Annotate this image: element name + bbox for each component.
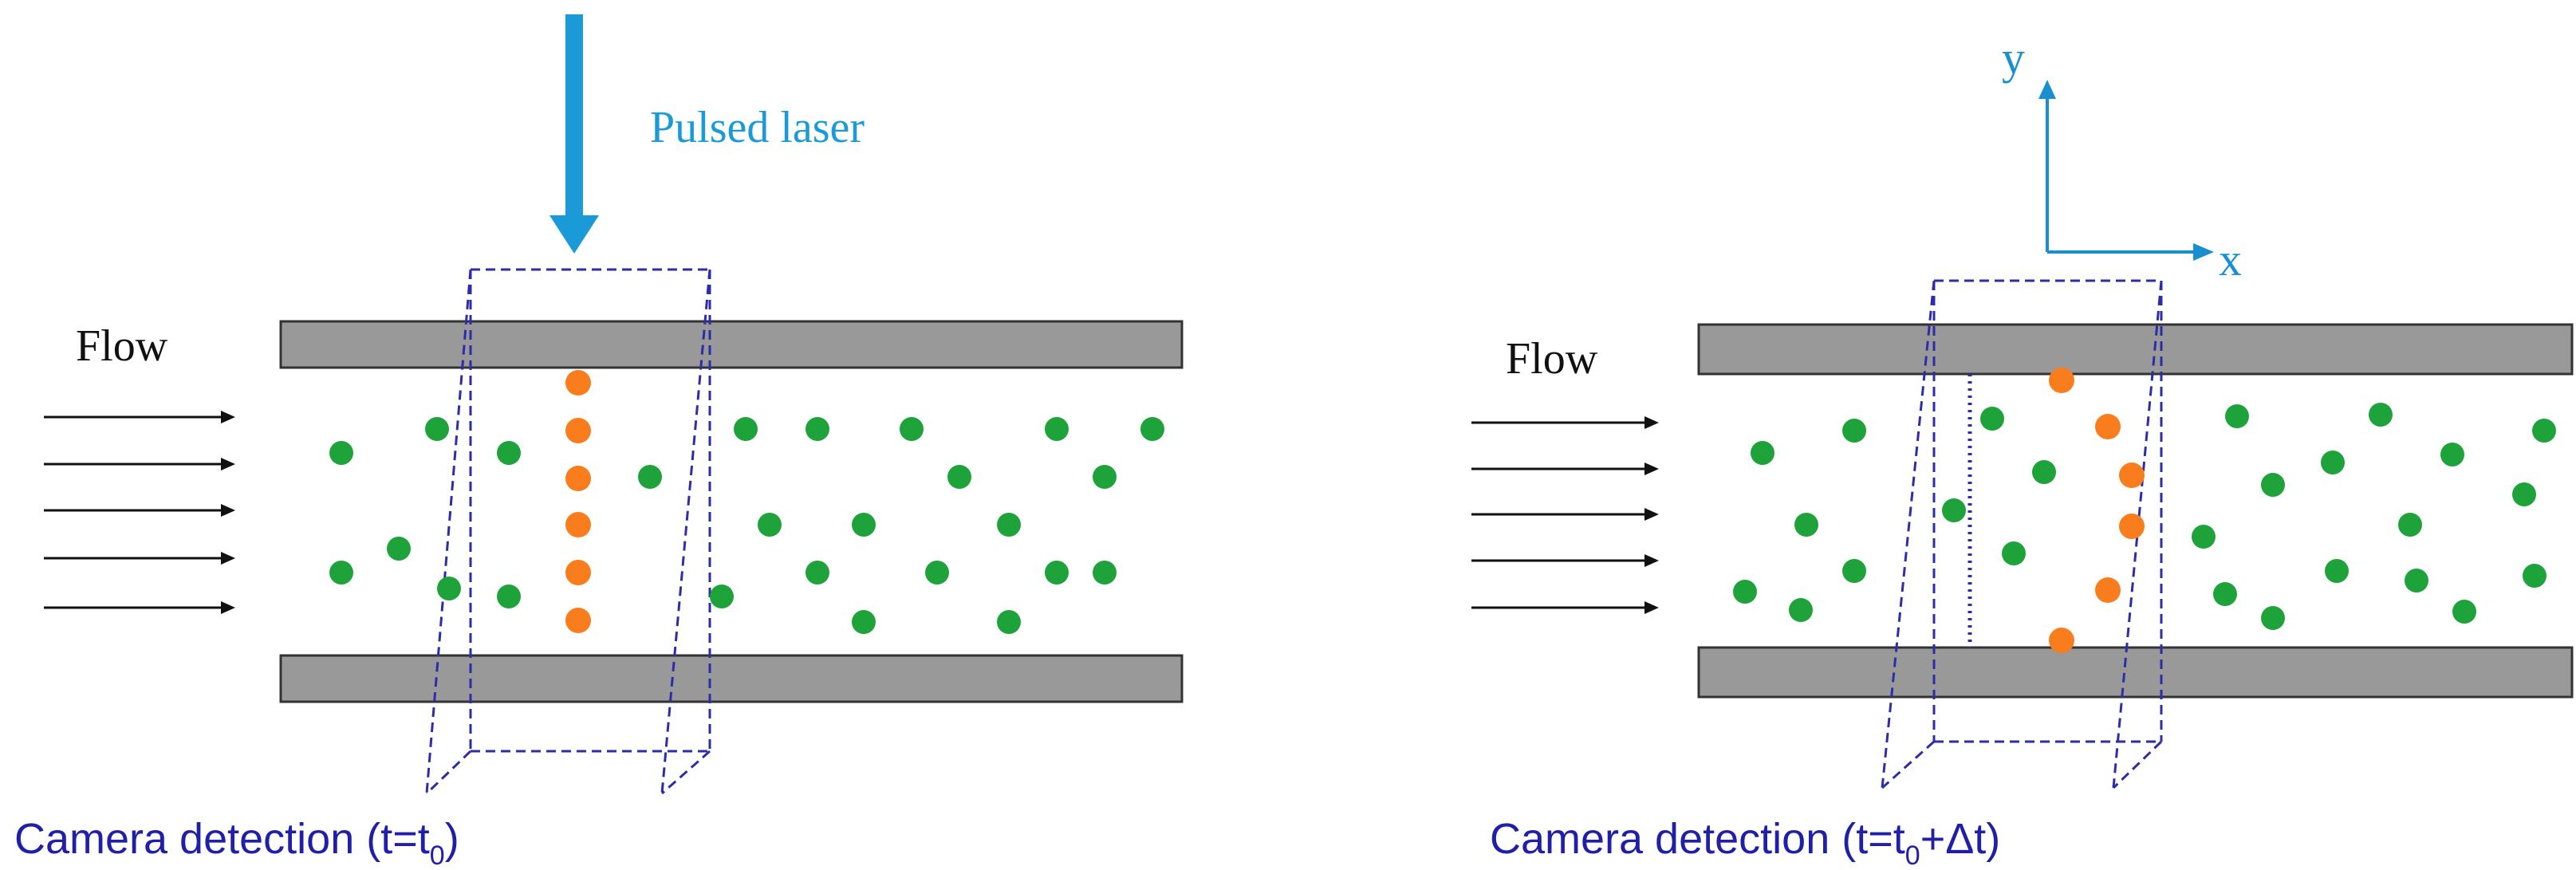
- seed-particle: [2213, 582, 2237, 606]
- seed-particle: [1842, 559, 1866, 583]
- seed-particle: [710, 585, 734, 608]
- flow-arrowhead: [221, 504, 235, 517]
- seed-particle: [900, 417, 924, 441]
- seed-particle: [2192, 525, 2216, 549]
- flow-arrowhead: [1644, 554, 1659, 567]
- seed-particle: [2440, 443, 2464, 466]
- seed-particle: [852, 610, 876, 634]
- seed-particle: [997, 513, 1021, 537]
- flow-arrows: [44, 411, 235, 614]
- seed-particle: [497, 441, 521, 465]
- camera-detection-volume-right: [1881, 279, 2163, 789]
- tracer-particle: [565, 466, 591, 491]
- pulsed-laser-label: Pulsed laser: [650, 103, 865, 152]
- channel-top-wall: [279, 320, 1184, 369]
- tracer-particle: [565, 560, 591, 585]
- seed-particle: [1842, 419, 1866, 443]
- seed-particle: [2261, 473, 2285, 497]
- caption-right: Camera detection (t=t0+Δt): [1490, 815, 2000, 870]
- tracer-particle: [2119, 463, 2145, 488]
- channel-bottom-wall: [279, 654, 1184, 703]
- seed-particle: [805, 417, 829, 441]
- seed-particle: [925, 561, 949, 585]
- seed-particle: [1751, 441, 1774, 465]
- seed-particle: [2325, 559, 2349, 583]
- flow-arrowhead: [221, 458, 235, 470]
- seed-particle: [2512, 482, 2536, 506]
- seed-particle: [497, 585, 521, 608]
- seed-particle: [425, 417, 449, 441]
- seed-particle: [1093, 561, 1117, 585]
- seed-particle: [1733, 580, 1757, 604]
- caption-left: Camera detection (t=t0): [14, 815, 459, 870]
- flow-arrowhead: [1644, 601, 1659, 614]
- seed-particle: [2523, 564, 2546, 588]
- seed-particle: [329, 441, 353, 465]
- flow-arrowhead: [221, 411, 235, 423]
- tracer-particle: [2119, 514, 2145, 539]
- seed-particle: [1980, 407, 2004, 431]
- seed-particles-right: [1733, 403, 2556, 630]
- seed-particle: [1140, 417, 1164, 441]
- tracer-particle: [565, 370, 591, 396]
- seed-particle: [2452, 600, 2476, 624]
- seed-particle: [1942, 498, 1966, 522]
- tracer-particles: [565, 370, 591, 633]
- seed-particle: [2261, 606, 2285, 630]
- channel-top-wall-right: [1697, 323, 2574, 376]
- left-panel: Pulsed laser Flow Camera detection (t=t0…: [14, 14, 1184, 870]
- seed-particle: [947, 465, 971, 489]
- tracer-particle: [2049, 368, 2074, 393]
- tracer-particle: [2049, 628, 2074, 653]
- seed-particle: [2321, 451, 2345, 474]
- seed-particle: [734, 417, 758, 441]
- seed-particle: [997, 610, 1021, 634]
- flow-arrows-right: [1471, 416, 1659, 614]
- seed-particle: [1045, 561, 1069, 585]
- flow-arrowhead: [1644, 463, 1659, 475]
- seed-particle: [758, 513, 782, 537]
- seed-particle: [2032, 460, 2056, 484]
- tracer-particle: [565, 608, 591, 633]
- seed-particle: [2369, 403, 2393, 427]
- seed-particle: [2225, 404, 2249, 428]
- seed-particles: [329, 417, 1164, 634]
- seed-particle: [437, 577, 461, 600]
- seed-particle: [1794, 513, 1818, 537]
- flow-label-right: Flow: [1506, 334, 1598, 384]
- axis-x-label: x: [2219, 234, 2242, 285]
- tracer-particles-right: [2049, 368, 2145, 653]
- seed-particle: [2398, 513, 2422, 537]
- pulsed-laser-arrow: [549, 14, 599, 254]
- tracer-particle: [565, 418, 591, 443]
- seed-particle: [1093, 465, 1117, 489]
- seed-particle: [638, 465, 662, 489]
- right-panel: y x Flow Camera detection (t=t0+Δt): [1471, 32, 2574, 870]
- flow-arrowhead: [1644, 416, 1659, 429]
- seed-particle: [329, 561, 353, 585]
- channel-bottom-wall-right: [1697, 646, 2574, 699]
- flow-arrowhead: [221, 552, 235, 565]
- seed-particle: [805, 561, 829, 585]
- seed-particle: [852, 513, 876, 537]
- seed-particle: [2532, 419, 2556, 443]
- seed-particle: [1789, 598, 1813, 622]
- camera-detection-volume: [425, 268, 711, 795]
- tracer-particle: [565, 512, 591, 537]
- tracer-particle: [2095, 414, 2121, 439]
- axis-y-label: y: [2002, 32, 2025, 84]
- seed-particle: [387, 537, 411, 561]
- tracer-particle: [2095, 577, 2121, 603]
- coordinate-axes: [2038, 80, 2214, 261]
- flow-label: Flow: [76, 321, 168, 371]
- seed-particle: [2002, 541, 2026, 565]
- seed-particle: [1045, 417, 1069, 441]
- flow-arrowhead: [221, 601, 235, 614]
- flow-arrowhead: [1644, 508, 1659, 521]
- seed-particle: [2405, 569, 2428, 592]
